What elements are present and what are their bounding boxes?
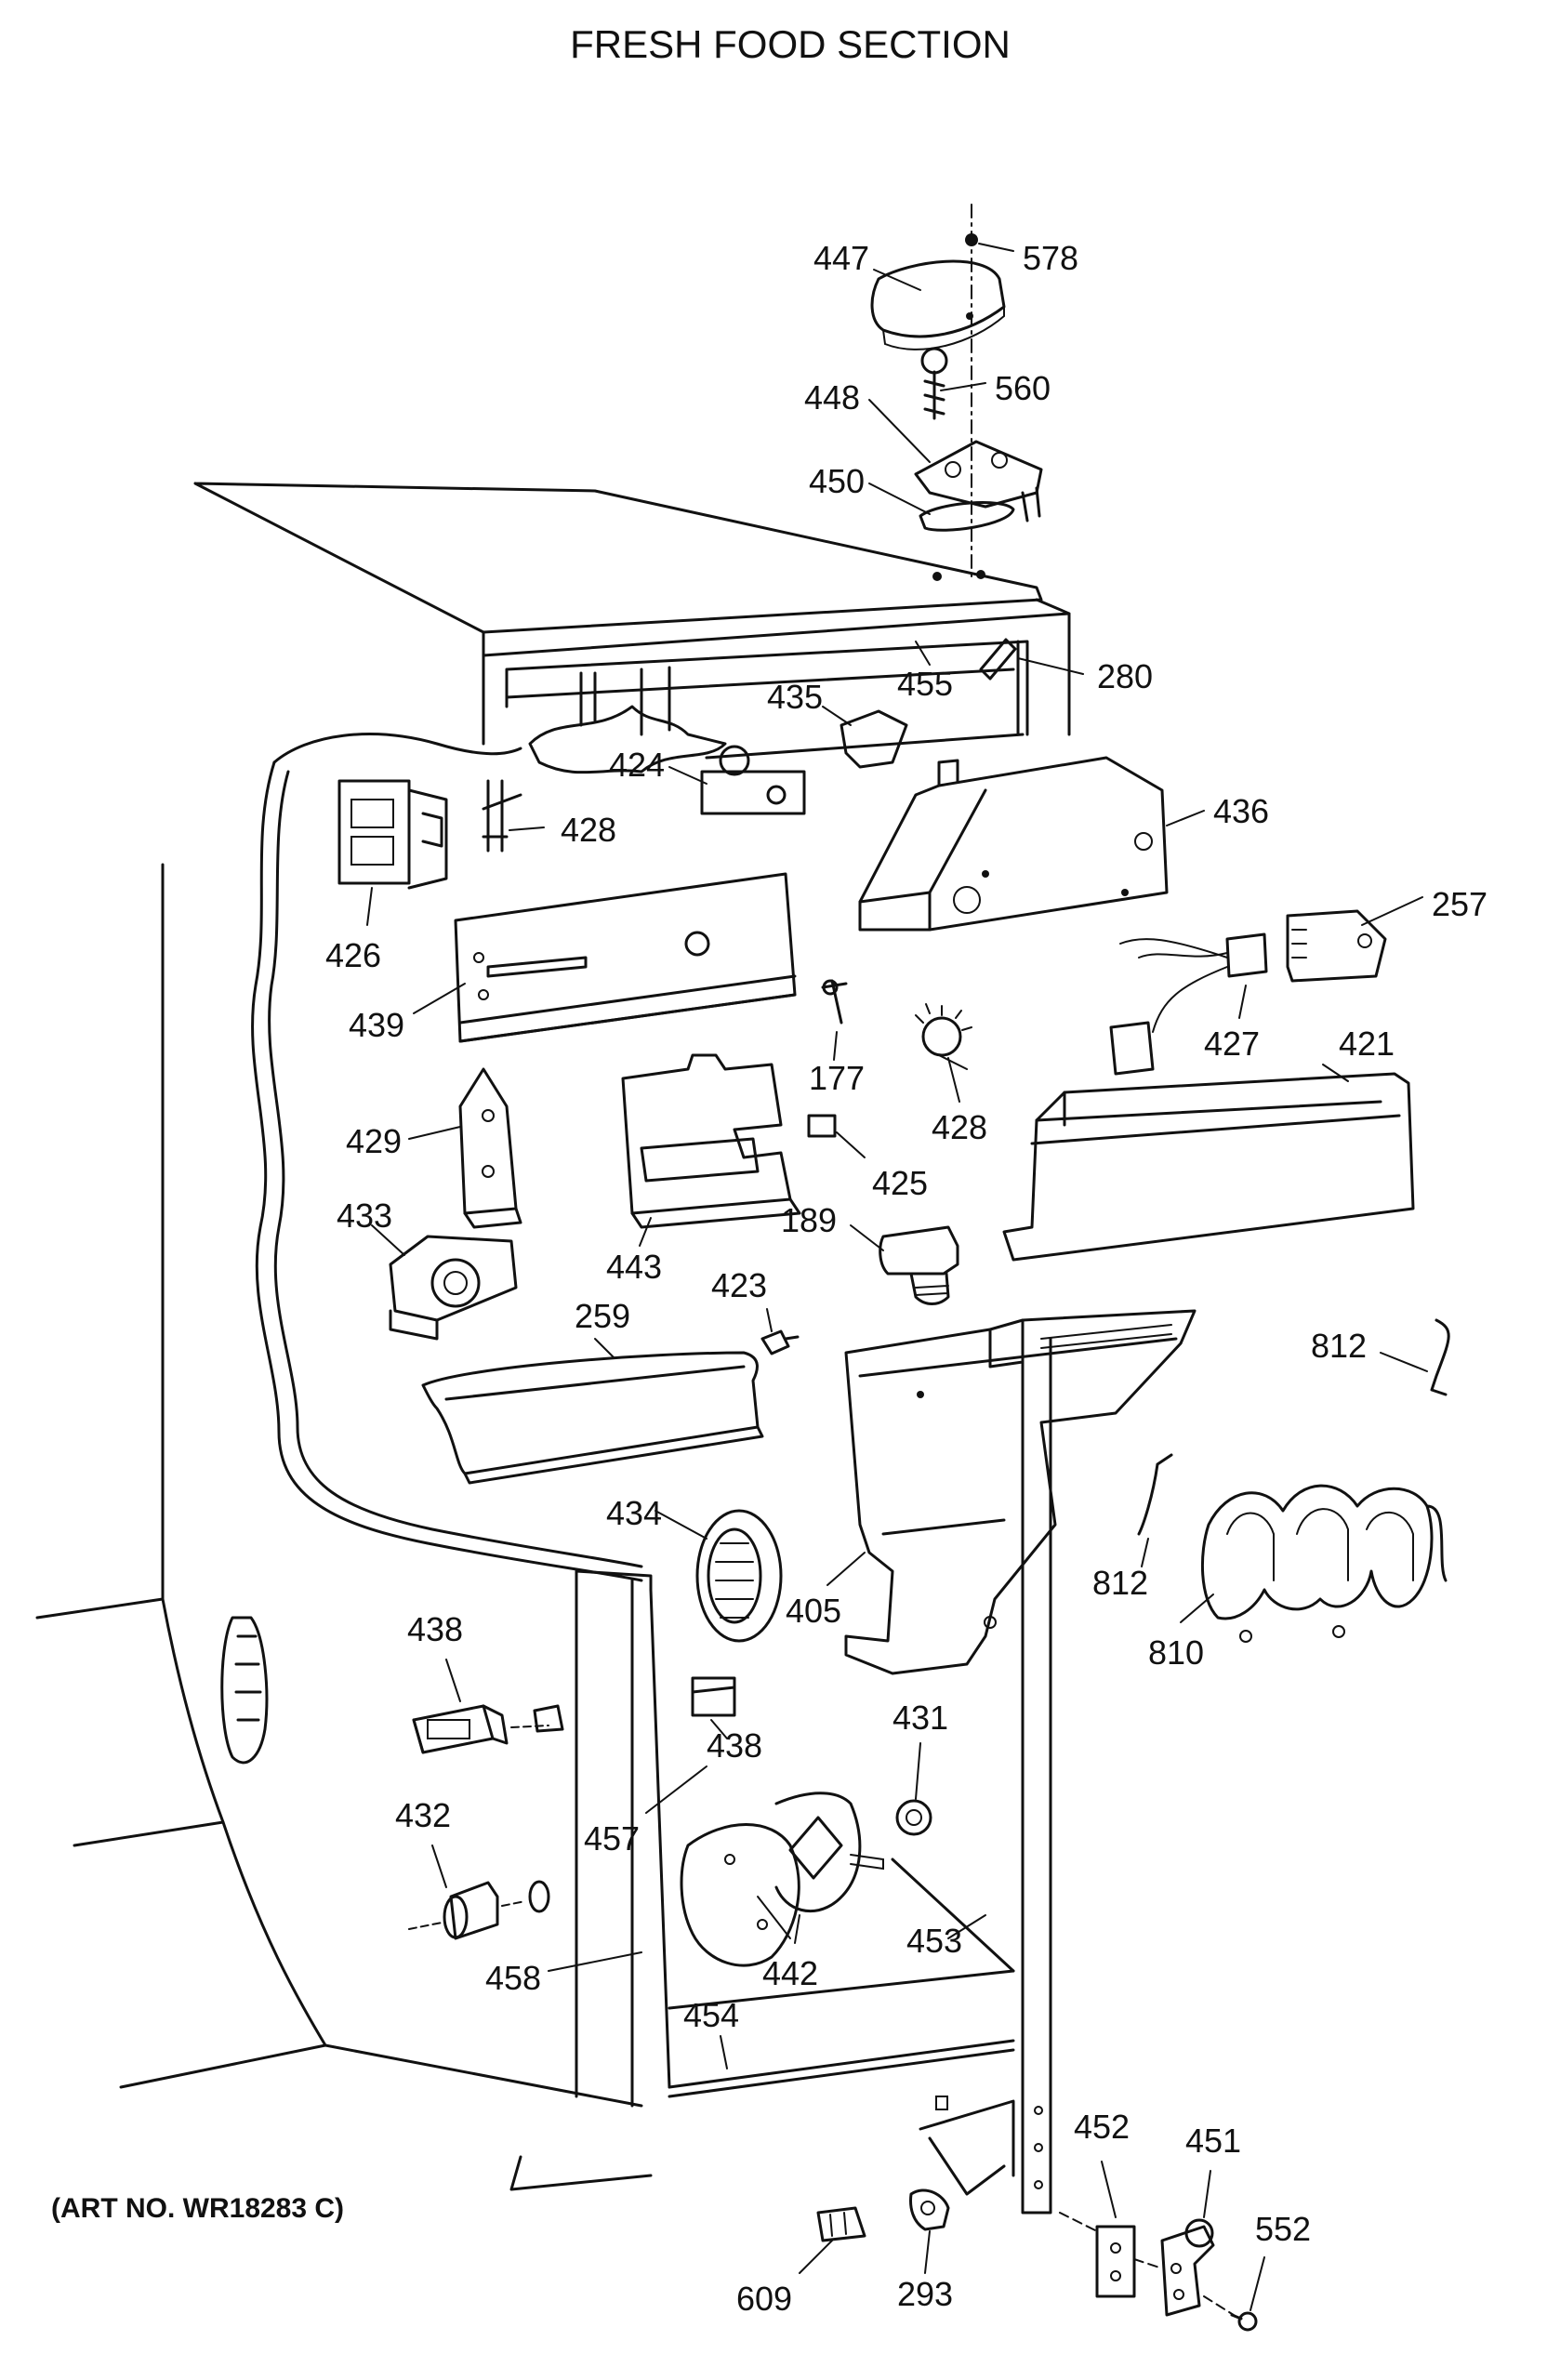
part-label: 453 xyxy=(906,1922,962,1960)
part-label: 812 xyxy=(1311,1327,1367,1365)
part-label: 609 xyxy=(736,2280,792,2318)
part-callouts: 578 447 560 448 450 455 280 435 424 428 … xyxy=(325,239,1488,2318)
part-label: 442 xyxy=(762,1954,818,1992)
part-label: 578 xyxy=(1023,239,1078,277)
part-label: 424 xyxy=(609,746,665,784)
part-label: 432 xyxy=(395,1796,451,1834)
part-label: 428 xyxy=(561,811,616,849)
part-label: 257 xyxy=(1432,885,1488,923)
part-label: 455 xyxy=(897,665,953,703)
part-label: 450 xyxy=(809,462,865,500)
part-label: 812 xyxy=(1092,1564,1148,1602)
leader-lines xyxy=(366,243,1428,2311)
part-label: 423 xyxy=(711,1266,767,1304)
part-label: 438 xyxy=(407,1610,463,1648)
part-label: 427 xyxy=(1204,1025,1260,1063)
part-label: 454 xyxy=(683,1996,739,2034)
art-number: (ART NO. WR18283 C) xyxy=(51,2193,344,2224)
part-label: 560 xyxy=(995,369,1051,407)
part-label: 425 xyxy=(872,1164,928,1202)
part-label: 451 xyxy=(1185,2122,1241,2160)
part-label: 431 xyxy=(892,1699,948,1737)
part-label: 293 xyxy=(897,2275,953,2313)
part-label: 457 xyxy=(584,1819,640,1858)
part-label: 447 xyxy=(813,239,869,277)
part-label: 177 xyxy=(809,1059,865,1097)
diagram-title: FRESH FOOD SECTION xyxy=(570,22,1011,66)
part-label: 810 xyxy=(1148,1633,1204,1672)
part-label: 433 xyxy=(337,1197,392,1235)
part-label: 439 xyxy=(349,1006,404,1044)
part-label: 552 xyxy=(1255,2210,1311,2248)
part-label: 421 xyxy=(1339,1025,1395,1063)
part-label: 434 xyxy=(606,1494,662,1532)
part-label: 189 xyxy=(781,1201,837,1239)
top-hinge-assembly xyxy=(870,204,1043,581)
part-label: 280 xyxy=(1097,657,1153,695)
part-label: 458 xyxy=(485,1959,541,1997)
part-label: 428 xyxy=(932,1108,987,1146)
component-parts xyxy=(337,638,1450,2332)
part-label: 405 xyxy=(786,1592,841,1630)
part-label: 429 xyxy=(346,1122,402,1160)
part-label: 259 xyxy=(575,1297,630,1335)
part-label: 443 xyxy=(606,1248,662,1286)
part-label: 452 xyxy=(1074,2108,1130,2146)
part-label: 438 xyxy=(707,1726,762,1765)
part-label: 436 xyxy=(1213,792,1269,830)
part-label: 448 xyxy=(804,378,860,416)
part-label: 435 xyxy=(767,678,823,716)
part-label: 426 xyxy=(325,936,381,974)
